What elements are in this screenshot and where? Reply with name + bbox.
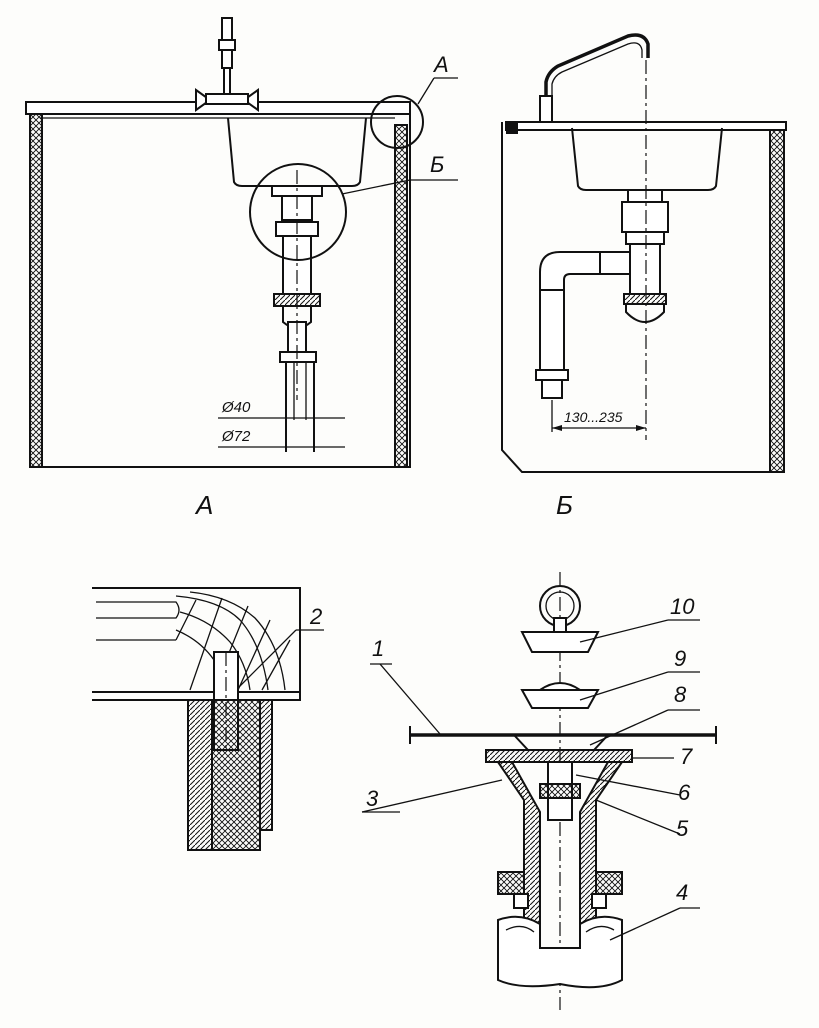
- side-siphon: [535, 189, 669, 399]
- part-label-7: 7: [680, 744, 693, 769]
- side-view: 130...235 Б: [501, 33, 787, 520]
- dimension-d40-text: Ø40: [221, 399, 251, 416]
- dimension-range: 130...235: [551, 400, 646, 432]
- part-label-1: 1: [372, 636, 384, 661]
- leader-lines: [361, 619, 700, 941]
- detail-a: 2: [92, 587, 324, 851]
- part-label-2: 2: [309, 604, 322, 629]
- part-label-3: 3: [366, 786, 379, 811]
- part-1-sink-sheet: [409, 726, 717, 744]
- dimension-d72: Ø72: [218, 428, 345, 448]
- part-label-8: 8: [674, 682, 687, 707]
- detail-b: 1 3 4 5 6 7 8 9 10: [361, 572, 717, 1010]
- part-label-6: 6: [678, 780, 691, 805]
- side-sink-bowl: [571, 127, 723, 191]
- front-view-title: А: [194, 490, 213, 520]
- part-label-5: 5: [676, 816, 689, 841]
- part-label-4: 4: [676, 880, 688, 905]
- part-7-flange: [485, 734, 633, 763]
- side-view-title: Б: [556, 490, 573, 520]
- callout-a-circle: А: [370, 52, 458, 149]
- part-10-stopper: [520, 585, 600, 653]
- callout-b-label: Б: [430, 152, 444, 177]
- front-cabinet: [29, 111, 411, 468]
- callout-b-circle: Б: [249, 152, 458, 261]
- part-label-9: 9: [674, 646, 686, 671]
- dimension-range-text: 130...235: [564, 409, 623, 425]
- dimension-d72-text: Ø72: [221, 428, 251, 445]
- side-faucet: [539, 33, 650, 123]
- dimension-d40: Ø40: [218, 399, 345, 419]
- part-9-plug: [520, 682, 600, 709]
- part-label-10: 10: [670, 594, 695, 619]
- front-faucet: [195, 17, 259, 112]
- part-4-pipe: [497, 915, 623, 989]
- part-nut: [497, 871, 623, 909]
- callout-a-label: А: [432, 52, 449, 77]
- front-view: А Б Ø40 Ø72 А: [25, 17, 458, 520]
